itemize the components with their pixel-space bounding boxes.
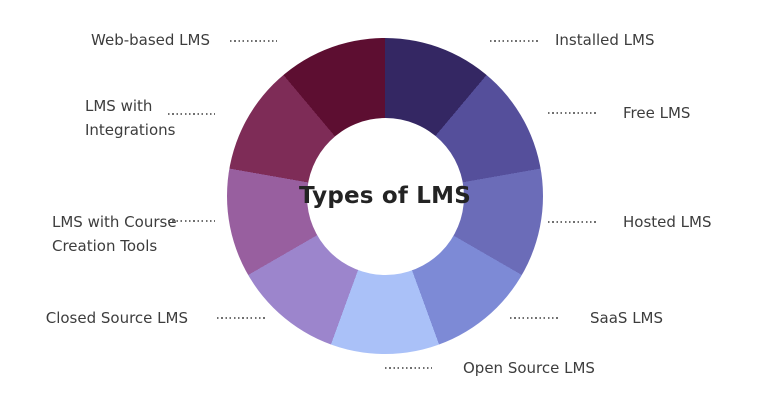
callout-label-saas-lms: SaaS LMS <box>590 309 664 327</box>
leader-line-free-lms <box>548 112 597 114</box>
leader-line-open-source-lms <box>385 367 432 369</box>
donut-hole <box>306 117 464 275</box>
callout-label-hosted-lms: Hosted LMS <box>623 213 712 231</box>
callout-label-course-creation-lms: LMS with Course Creation Tools <box>52 213 177 255</box>
callout-label-free-lms: Free LMS <box>623 104 691 122</box>
callout-label-open-source-lms: Open Source LMS <box>463 359 595 377</box>
leader-line-installed-lms <box>490 40 540 42</box>
leader-line-saas-lms <box>510 317 558 319</box>
leader-line-hosted-lms <box>548 221 597 223</box>
chart-title: Types of LMS <box>298 183 472 209</box>
callout-label-web-based-lms: Web-based LMS <box>91 31 210 49</box>
callout-label-installed-lms: Installed LMS <box>555 31 655 49</box>
callout-label-integrations-lms: LMS with Integrations <box>85 97 176 139</box>
callout-label-closed-source-lms: Closed Source LMS <box>45 309 188 327</box>
leader-line-integrations-lms <box>168 113 215 115</box>
leader-line-web-based-lms <box>230 40 277 42</box>
donut-chart: Types of LMS <box>227 38 543 354</box>
leader-line-closed-source-lms <box>217 317 265 319</box>
leader-line-course-tools-lms <box>168 220 215 222</box>
